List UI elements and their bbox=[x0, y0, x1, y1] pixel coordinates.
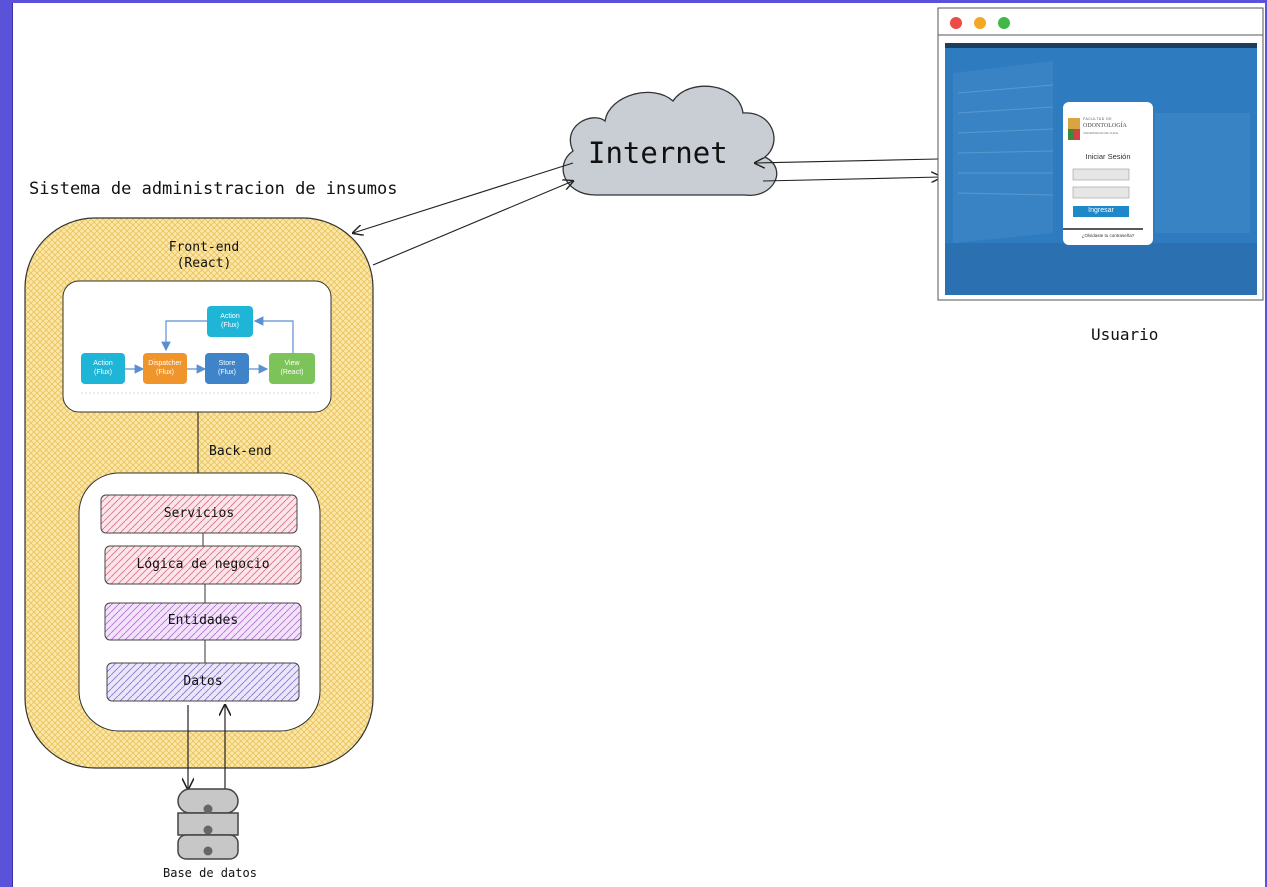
faculty-line3: UNIVERSIDAD DE CHILE bbox=[1083, 131, 1119, 135]
login-button[interactable] bbox=[1073, 206, 1129, 217]
flux-dispatcher bbox=[143, 353, 187, 384]
login-button-label[interactable]: Ingresar bbox=[1088, 207, 1114, 214]
flux-action-label: Action (Flux) bbox=[93, 360, 113, 376]
layer-datos bbox=[106, 662, 300, 702]
flux-dispatcher-label: Dispatcher (Flux) bbox=[148, 360, 182, 376]
username-input[interactable] bbox=[1072, 168, 1130, 181]
layer-datos-label: Datos bbox=[183, 674, 223, 689]
close-dot-icon bbox=[950, 17, 962, 29]
password-input[interactable] bbox=[1072, 186, 1130, 199]
internet-label: Internet bbox=[588, 136, 728, 170]
layer-entidades-label: Entidades bbox=[167, 613, 239, 628]
forgot-password-link[interactable]: ¿Olvidaste tu contraseña? bbox=[1081, 233, 1135, 238]
flux-store-label: Store (Flux) bbox=[218, 360, 236, 376]
flux-action bbox=[81, 353, 125, 384]
database-icon bbox=[177, 788, 239, 860]
internet-cloud bbox=[562, 85, 778, 196]
diagram-title: Sistema de administracion de insumos bbox=[29, 179, 398, 199]
user-label: Usuario bbox=[1091, 325, 1159, 344]
flux-view bbox=[269, 353, 315, 384]
faculty-line2: ODONTOLOGÍA bbox=[1083, 123, 1127, 129]
diagram-svg bbox=[24, 7, 1264, 860]
login-heading: Iniciar Sesión bbox=[1085, 152, 1131, 161]
faculty-line1: FACULTAD DE bbox=[1083, 117, 1113, 121]
diagram-canvas: Sistema de administracion de insumos Int… bbox=[12, 3, 1265, 887]
layer-entidades bbox=[104, 602, 302, 641]
maximize-dot-icon bbox=[998, 17, 1010, 29]
flux-view-label: View (React) bbox=[280, 360, 304, 376]
layer-servicios bbox=[100, 494, 298, 534]
layer-servicios-label: Servicios bbox=[163, 506, 235, 521]
flux-action-top bbox=[207, 306, 253, 337]
layer-logica-label: Lógica de negocio bbox=[136, 557, 270, 572]
frontend-box bbox=[62, 280, 332, 413]
flux-action-top-label: Action (Flux) bbox=[220, 313, 240, 329]
backend-label: Back-end bbox=[209, 444, 272, 459]
minimize-dot-icon bbox=[974, 17, 986, 29]
layer-logica bbox=[104, 545, 302, 585]
flux-store bbox=[205, 353, 249, 384]
frontend-label: Front-end (React) bbox=[168, 240, 240, 271]
database-label: Base de datos bbox=[163, 866, 257, 880]
